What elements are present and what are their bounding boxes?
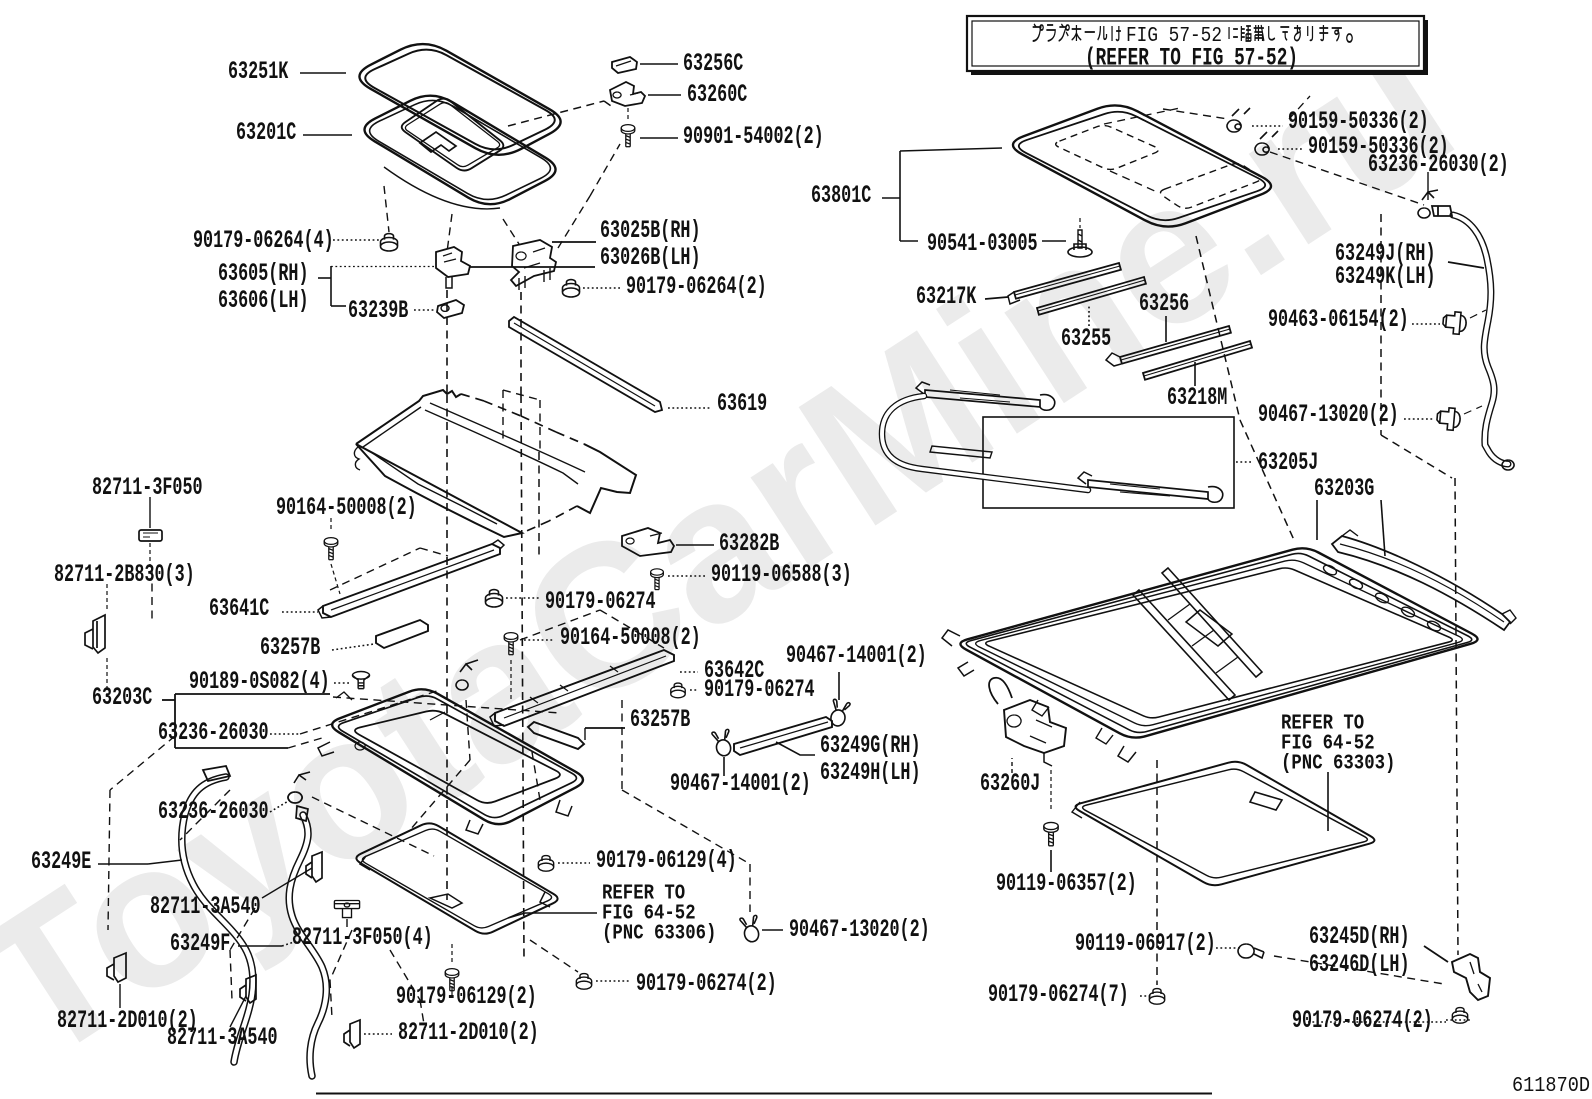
svg-text:63282B: 63282B — [719, 529, 779, 558]
svg-text:90467-13020(2): 90467-13020(2) — [1258, 400, 1399, 429]
svg-text:(PNC 63303): (PNC 63303) — [1281, 752, 1395, 775]
svg-text:63217K: 63217K — [916, 282, 976, 311]
svg-text:90541-03005: 90541-03005 — [927, 229, 1038, 258]
svg-text:90119-06917(2): 90119-06917(2) — [1075, 929, 1216, 958]
svg-text:63605(RH): 63605(RH) — [218, 259, 309, 288]
svg-text:63236-26030(2): 63236-26030(2) — [1368, 150, 1509, 179]
svg-text:63249J(RH): 63249J(RH) — [1335, 239, 1436, 268]
svg-text:90179-06264(4): 90179-06264(4) — [193, 226, 334, 255]
svg-text:90189-0S082(4): 90189-0S082(4) — [189, 667, 330, 696]
svg-text:63236-26030: 63236-26030 — [158, 718, 269, 747]
svg-text:611870D: 611870D — [1512, 1075, 1590, 1098]
svg-text:82711-2D010(2): 82711-2D010(2) — [57, 1006, 198, 1035]
svg-text:90467-14001(2): 90467-14001(2) — [786, 641, 927, 670]
svg-text:63257B: 63257B — [630, 705, 690, 734]
svg-text:63255: 63255 — [1061, 324, 1111, 353]
svg-text:63642C: 63642C — [704, 656, 764, 685]
svg-text:90467-13020(2): 90467-13020(2) — [789, 915, 930, 944]
svg-text:90179-06274(2): 90179-06274(2) — [636, 969, 777, 998]
svg-text:63203C: 63203C — [92, 683, 152, 712]
svg-text:63606(LH): 63606(LH) — [218, 286, 309, 315]
svg-text:63249F: 63249F — [170, 929, 230, 958]
svg-text:63236-26030: 63236-26030 — [158, 797, 269, 826]
svg-text:90164-50008(2): 90164-50008(2) — [276, 493, 417, 522]
svg-text:82711-3F050(4): 82711-3F050(4) — [292, 923, 433, 952]
svg-text:90463-06154(2): 90463-06154(2) — [1268, 305, 1409, 334]
svg-text:90179-06274(2): 90179-06274(2) — [1292, 1006, 1433, 1035]
svg-text:63245D(RH): 63245D(RH) — [1309, 922, 1410, 951]
svg-text:63239B: 63239B — [348, 296, 408, 325]
svg-text:63246D(LH): 63246D(LH) — [1309, 950, 1410, 979]
svg-text:63257B: 63257B — [260, 633, 320, 662]
svg-text:63251K: 63251K — [228, 57, 288, 86]
svg-text:90159-50336(2): 90159-50336(2) — [1308, 132, 1449, 161]
svg-text:90467-14001(2): 90467-14001(2) — [670, 769, 811, 798]
svg-text:(REFER TO FIG 57-52): (REFER TO FIG 57-52) — [1085, 44, 1298, 73]
svg-text:90164-50008(2): 90164-50008(2) — [560, 623, 701, 652]
svg-text:63203G: 63203G — [1314, 474, 1374, 503]
svg-text:63249E: 63249E — [31, 847, 91, 876]
svg-text:90179-06129(4): 90179-06129(4) — [596, 846, 737, 875]
svg-text:82711-3A540: 82711-3A540 — [150, 892, 261, 921]
svg-text:90159-50336(2): 90159-50336(2) — [1288, 107, 1429, 136]
svg-text:63249H(LH): 63249H(LH) — [820, 758, 921, 787]
svg-text:90179-06274(7): 90179-06274(7) — [988, 980, 1129, 1009]
svg-text:82711-2D010(2): 82711-2D010(2) — [398, 1018, 539, 1047]
svg-text:82711-3A540: 82711-3A540 — [167, 1023, 278, 1052]
svg-text:90179-06274: 90179-06274 — [545, 587, 656, 616]
svg-text:63026B(LH): 63026B(LH) — [600, 243, 701, 272]
svg-text:FIG 64-52: FIG 64-52 — [602, 902, 696, 925]
svg-text:FIG 57-52: FIG 57-52 — [1126, 25, 1222, 48]
svg-text:(PNC 63306): (PNC 63306) — [602, 922, 716, 945]
svg-text:90179-06264(2): 90179-06264(2) — [626, 272, 767, 301]
svg-text:FIG 64-52: FIG 64-52 — [1281, 732, 1375, 755]
svg-text:63249K(LH): 63249K(LH) — [1335, 262, 1436, 291]
svg-text:63256C: 63256C — [683, 49, 743, 78]
svg-text:63256: 63256 — [1139, 289, 1189, 318]
svg-text:63801C: 63801C — [811, 181, 871, 210]
svg-text:82711-2B830(3): 82711-2B830(3) — [54, 560, 195, 589]
svg-text:90119-06357(2): 90119-06357(2) — [996, 869, 1137, 898]
svg-text:REFER TO: REFER TO — [602, 882, 685, 905]
svg-text:90179-06129(2): 90179-06129(2) — [396, 982, 537, 1011]
svg-text:REFER TO: REFER TO — [1281, 712, 1364, 735]
svg-text:63641C: 63641C — [209, 594, 269, 623]
svg-text:63619: 63619 — [717, 389, 767, 418]
svg-text:63205J: 63205J — [1258, 448, 1318, 477]
svg-text:90119-06588(3): 90119-06588(3) — [711, 560, 852, 589]
svg-text:63249G(RH): 63249G(RH) — [820, 731, 921, 760]
svg-text:63201C: 63201C — [236, 118, 296, 147]
svg-text:63260J: 63260J — [980, 769, 1040, 798]
svg-text:90179-06274: 90179-06274 — [704, 675, 815, 704]
svg-text:82711-3F050: 82711-3F050 — [92, 473, 203, 502]
svg-text:63025B(RH): 63025B(RH) — [600, 216, 701, 245]
svg-text:63260C: 63260C — [687, 80, 747, 109]
svg-text:63218M: 63218M — [1167, 383, 1227, 412]
svg-text:90901-54002(2): 90901-54002(2) — [683, 122, 824, 151]
